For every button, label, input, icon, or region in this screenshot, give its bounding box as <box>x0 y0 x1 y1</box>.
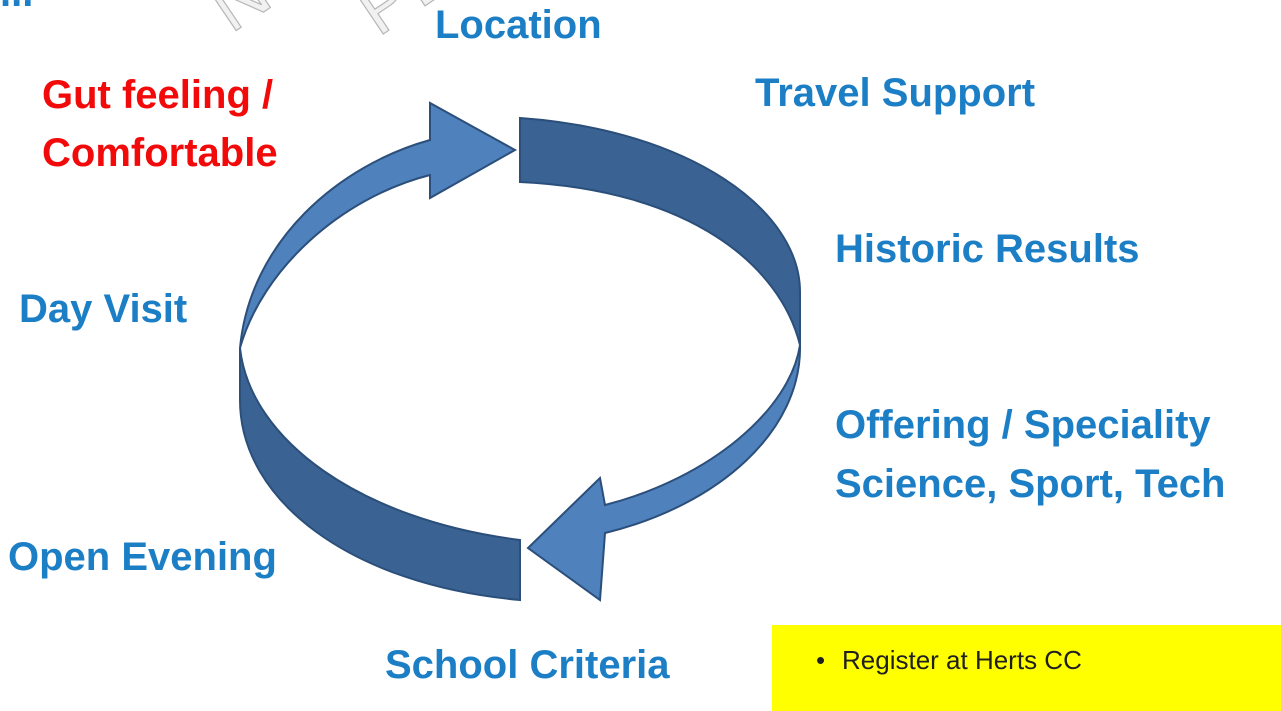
historic-results-label: Historic Results <box>835 227 1140 271</box>
upper-arrow-icon <box>239 101 518 349</box>
lower-left-band <box>239 347 521 602</box>
offering-label-line-2: Science, Sport, Tech <box>835 462 1226 506</box>
location-label: Location <box>435 3 602 47</box>
school-criteria-label: School Criteria <box>385 643 670 687</box>
lower-arrow-icon <box>526 344 802 602</box>
note-item: Register at Herts CC <box>842 645 1082 675</box>
gut-feeling-label-line-2: Comfortable <box>42 131 278 175</box>
open-evening-label: Open Evening <box>8 535 277 579</box>
upper-right-band <box>519 116 801 346</box>
travel-support-label: Travel Support <box>755 71 1036 115</box>
gut-feeling-label-line-1: Gut feeling / <box>42 73 274 117</box>
offering-label-line-1: Offering / Speciality <box>835 403 1211 447</box>
note-box: • Register at Herts CC <box>772 625 1281 711</box>
cut-off-top-label: ... <box>0 0 33 16</box>
day-visit-label: Day Visit <box>19 287 188 331</box>
bullet-icon: • <box>816 645 826 675</box>
